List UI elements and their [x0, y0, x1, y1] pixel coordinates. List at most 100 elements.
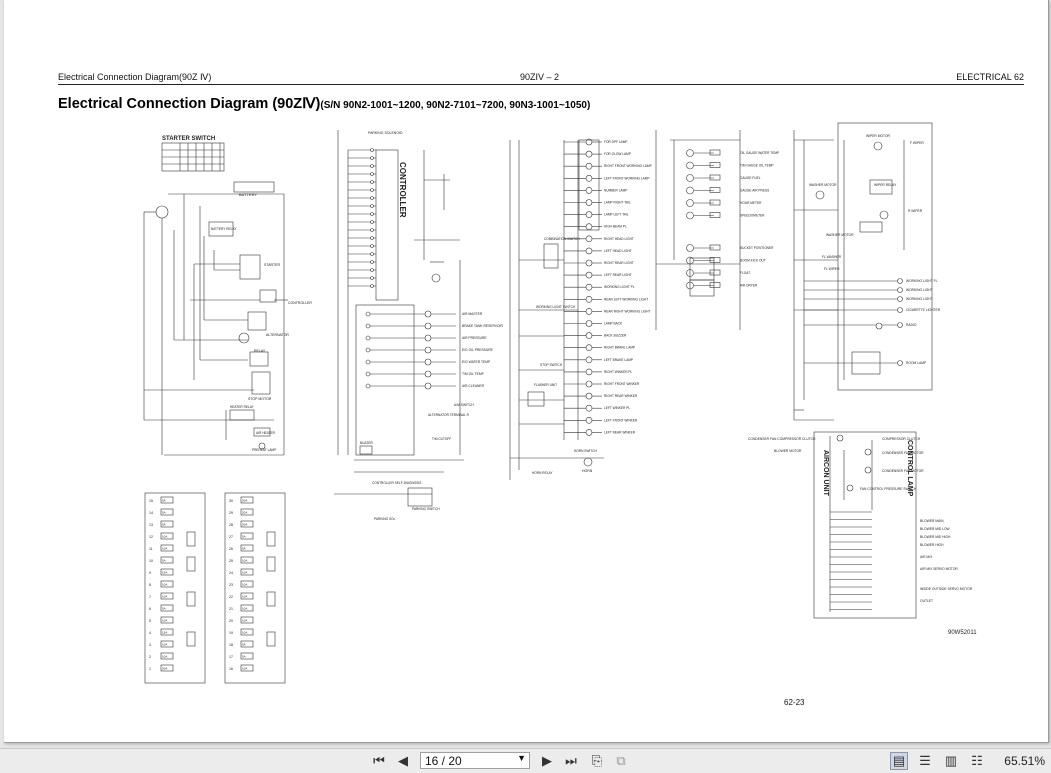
first-page-icon: ⏮: [373, 753, 385, 768]
fuse-rating: 5A: [162, 511, 166, 515]
gauge-symbol: [686, 186, 694, 195]
lamp-symbol: [585, 295, 593, 303]
room-lamp-box: [851, 351, 881, 375]
pin: [370, 220, 374, 224]
continuous-facing-button[interactable]: ☷: [968, 752, 986, 770]
controller-input-label: AIR CLEANER: [462, 384, 485, 388]
page-title: Electrical Connection Diagram (90ZⅣ)(S/N…: [58, 96, 590, 112]
air-mix-servo-label: AIR MIX SERVO MOTOR: [920, 567, 958, 571]
fuse: [240, 544, 254, 552]
next-page-button[interactable]: ▶: [538, 752, 556, 770]
first-page-button[interactable]: ⏮: [370, 752, 388, 770]
combination-switch-label: COMBINATION SWITCH: [544, 237, 580, 241]
blower-speed-label: BLOWER MID HIGH: [920, 535, 951, 539]
gauge-resistor: [709, 174, 721, 181]
lamp-label: LEFT WINKER PL: [604, 406, 630, 410]
rotate-page-icon: ⎘: [591, 753, 603, 768]
parking-solenoid-label: PARKING SOLENOID: [368, 131, 403, 135]
lamp-label: FOR GLOW LAMP: [604, 152, 631, 156]
copy-page-icon: ⧉: [616, 753, 626, 768]
battery-relay-box: [208, 221, 234, 237]
pin: [370, 244, 374, 248]
fuse: [240, 520, 254, 528]
lamp-label: WORKING LIGHT PL: [604, 285, 635, 289]
last-page-button[interactable]: ⏭: [562, 752, 580, 770]
fuse: [240, 652, 254, 660]
fuse: [240, 640, 254, 648]
blower-speed-label: BLOWER MAIN: [920, 519, 944, 523]
fuse-number: 14: [149, 511, 153, 515]
fuse-rating: 5A: [242, 643, 246, 647]
fuse-block: [266, 531, 276, 547]
lamp-symbol: [585, 356, 593, 364]
alternator-box: [247, 311, 267, 331]
fuse-number: 2: [149, 655, 151, 659]
outlet-label: OUTLET: [920, 599, 933, 603]
zoom-level[interactable]: 65.51%: [1004, 754, 1045, 768]
rotate-button[interactable]: ⎘: [588, 752, 606, 770]
lamp-symbol: [585, 211, 593, 218]
controller-input-label: BRAKE TANK RESERVOIR: [462, 324, 503, 328]
fuse: [160, 640, 174, 648]
gauge-symbol: [686, 199, 694, 207]
previous-page-button[interactable]: ◀: [394, 752, 412, 770]
fit-button[interactable]: ⧉: [612, 752, 630, 770]
fuse: [240, 508, 254, 516]
alternator-symbol: [238, 332, 250, 344]
pin: [370, 252, 374, 256]
fuse-block: [186, 556, 196, 572]
aircon-unit-label: AIRCON UNIT: [822, 450, 829, 497]
fuse-number: 24: [229, 571, 233, 575]
stop-motor-label: STOP MOTOR: [248, 397, 272, 401]
light-symbol: [897, 307, 903, 313]
fuse-number: 16: [229, 667, 233, 671]
lamp-symbol: [585, 247, 593, 255]
fuse-number: 20: [229, 619, 233, 623]
facing-view-button[interactable]: ▥: [942, 752, 960, 770]
sender-symbol: [431, 273, 441, 283]
fuse-number: 28: [229, 523, 233, 527]
gauge-label: OIL GAUGE WATER TEMP: [740, 151, 779, 155]
lamp-symbol: [585, 150, 593, 158]
controller-input-label: AIR PRESSURE: [462, 336, 487, 340]
fuse-number: 1: [149, 667, 151, 671]
pin: [370, 204, 374, 208]
work-light-label: CIGARETTE LIGHTER: [906, 308, 941, 312]
horn-switch-label: HORN SWITCH: [574, 449, 598, 453]
indicator-lamp: [424, 370, 432, 378]
fuse-rating: 10A: [242, 607, 247, 611]
fuse-rating: 10A: [242, 583, 247, 587]
fuse-rating: 10A: [242, 619, 247, 623]
fuse: [160, 496, 174, 504]
aim-switch-label: A/M SWITCH: [454, 403, 474, 407]
alternator-terminal-label: ALTERNATOR TERMINAL R: [428, 413, 470, 417]
fuse-block: [186, 631, 196, 647]
fuse-rating: 10A: [242, 667, 247, 671]
fuse-rating: 10A: [162, 547, 167, 551]
continuous-view-button[interactable]: ☰: [916, 752, 934, 770]
alternator-label: ALTERNATOR: [266, 333, 289, 337]
wiper-label: R WIPER: [908, 209, 923, 213]
drawing-code: 90W52011: [948, 630, 977, 636]
controller-block-bottom: [355, 304, 415, 456]
single-page-view-button[interactable]: ▤: [890, 752, 908, 770]
pin: [370, 196, 374, 200]
fuse-rating: 5A: [242, 655, 246, 659]
lamp-group: [578, 139, 600, 231]
gauge-label: AIR DRYER: [740, 284, 758, 288]
fuse-number: 22: [229, 595, 233, 599]
fuse: [160, 616, 174, 624]
fuse-number: 26: [229, 547, 233, 551]
pin: [370, 276, 374, 280]
lamp-symbol: [585, 199, 593, 206]
document-viewport[interactable]: Electrical Connection Diagram(90Z Ⅳ) 90Z…: [0, 0, 1051, 748]
air-mix-label: AIR MIX: [920, 555, 933, 559]
compressor-clutch-label: COMPRESSOR CLUTCH: [882, 437, 921, 441]
work-light-label: WORKING LIGHT: [906, 288, 933, 292]
wiper-label: FL WASHER: [822, 255, 842, 259]
work-light-label: WORKING LIGHT: [906, 297, 933, 301]
page-selector[interactable]: 16 / 20▼: [420, 752, 530, 769]
fuse: [160, 532, 174, 540]
continuous-facing-icon: ☷: [971, 753, 983, 768]
